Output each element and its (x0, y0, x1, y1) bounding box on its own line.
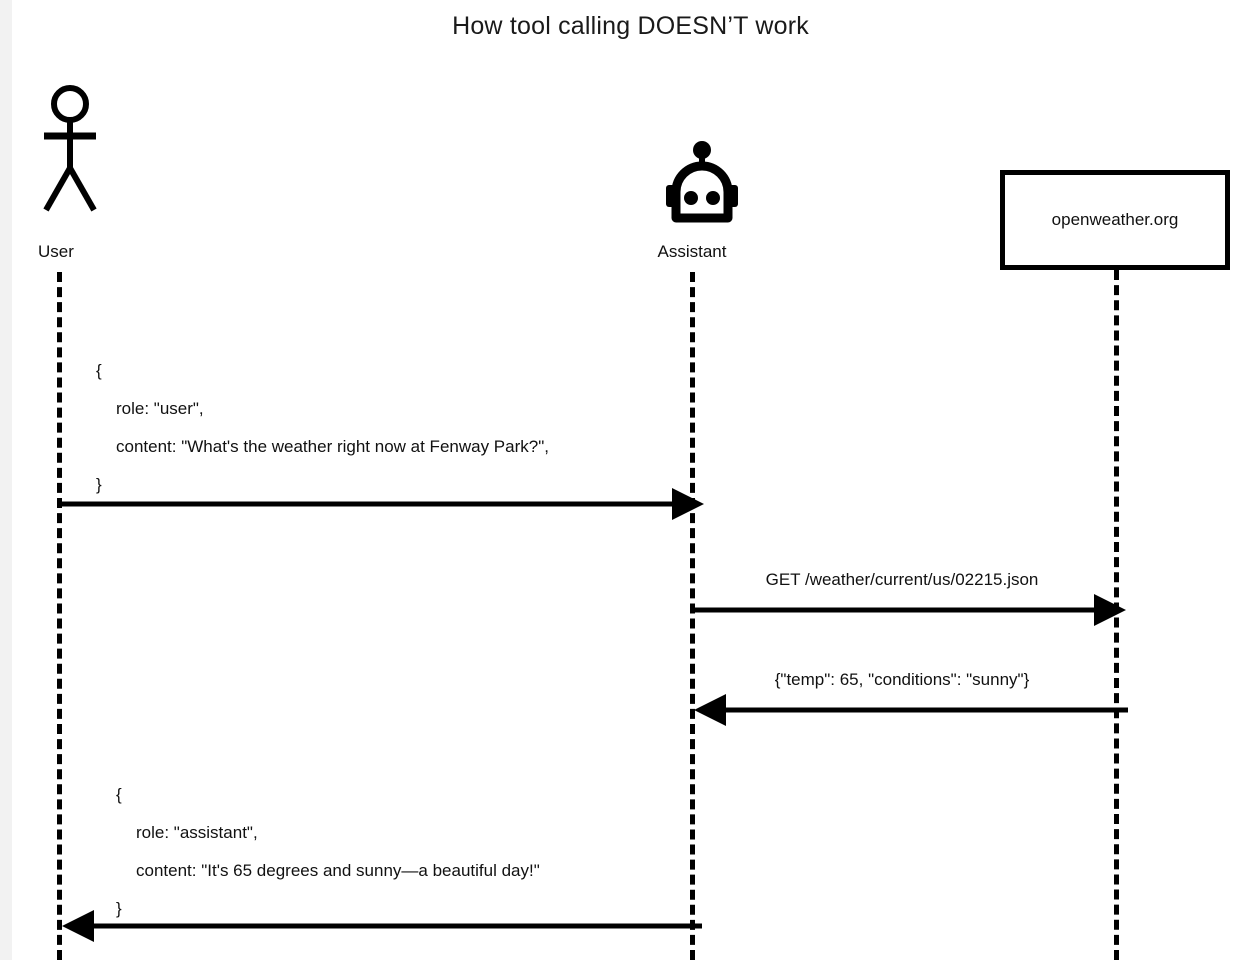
message-arrow-service-to-assistant (694, 694, 1128, 726)
message-label-assistant-to-service: GET /weather/current/us/02215.json (765, 570, 1039, 589)
message-arrow-assistant-to-service (692, 594, 1126, 626)
message-line: content: "It's 65 degrees and sunny—a be… (136, 861, 540, 880)
diagram-canvas: How tool calling DOESN’T work User (12, 0, 1249, 960)
participant-label-user: User (38, 242, 74, 261)
sequence-diagram: How tool calling DOESN’T work User (12, 0, 1249, 960)
message-line: } (116, 899, 122, 918)
participant-label-service: openweather.org (1051, 210, 1179, 229)
message-arrow-user-to-assistant (60, 488, 704, 520)
participant-node-service: openweather.org (1000, 170, 1230, 270)
message-line: role: "assistant", (136, 823, 258, 842)
lifeline-user (57, 272, 62, 960)
stick-figure-icon (34, 84, 106, 214)
lifeline-assistant (690, 272, 695, 960)
message-text-assistant-to-user: { role: "assistant", content: "It's 65 d… (116, 776, 540, 928)
lifeline-service (1114, 270, 1119, 960)
message-arrow-assistant-to-user (62, 910, 702, 942)
message-text-user-to-assistant: { role: "user", content: "What's the wea… (96, 352, 549, 504)
message-line: content: "What's the weather right now a… (116, 437, 549, 456)
message-line: { (96, 361, 102, 380)
robot-head-icon (652, 140, 752, 230)
message-line: { (116, 785, 122, 804)
message-line: } (96, 475, 102, 494)
message-label-service-to-assistant: {"temp": 65, "conditions": "sunny"} (774, 670, 1030, 689)
message-line: role: "user", (116, 399, 204, 418)
participant-label-assistant: Assistant (657, 242, 727, 261)
page-title: How tool calling DOESN’T work (452, 12, 809, 40)
